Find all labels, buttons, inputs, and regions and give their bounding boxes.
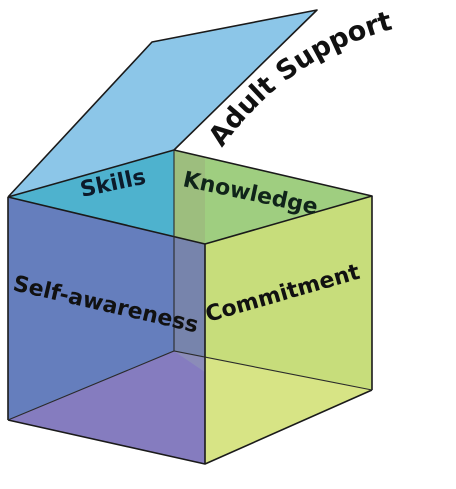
overlap-tint	[174, 150, 205, 244]
open-lid	[8, 10, 317, 197]
bottom-front-edges	[7, 389, 373, 465]
front-right-face	[205, 196, 372, 464]
bottom-back-edges	[7, 350, 373, 421]
lid-edge	[7, 9, 318, 198]
top-rim	[7, 149, 373, 245]
front-left-face	[8, 197, 205, 464]
